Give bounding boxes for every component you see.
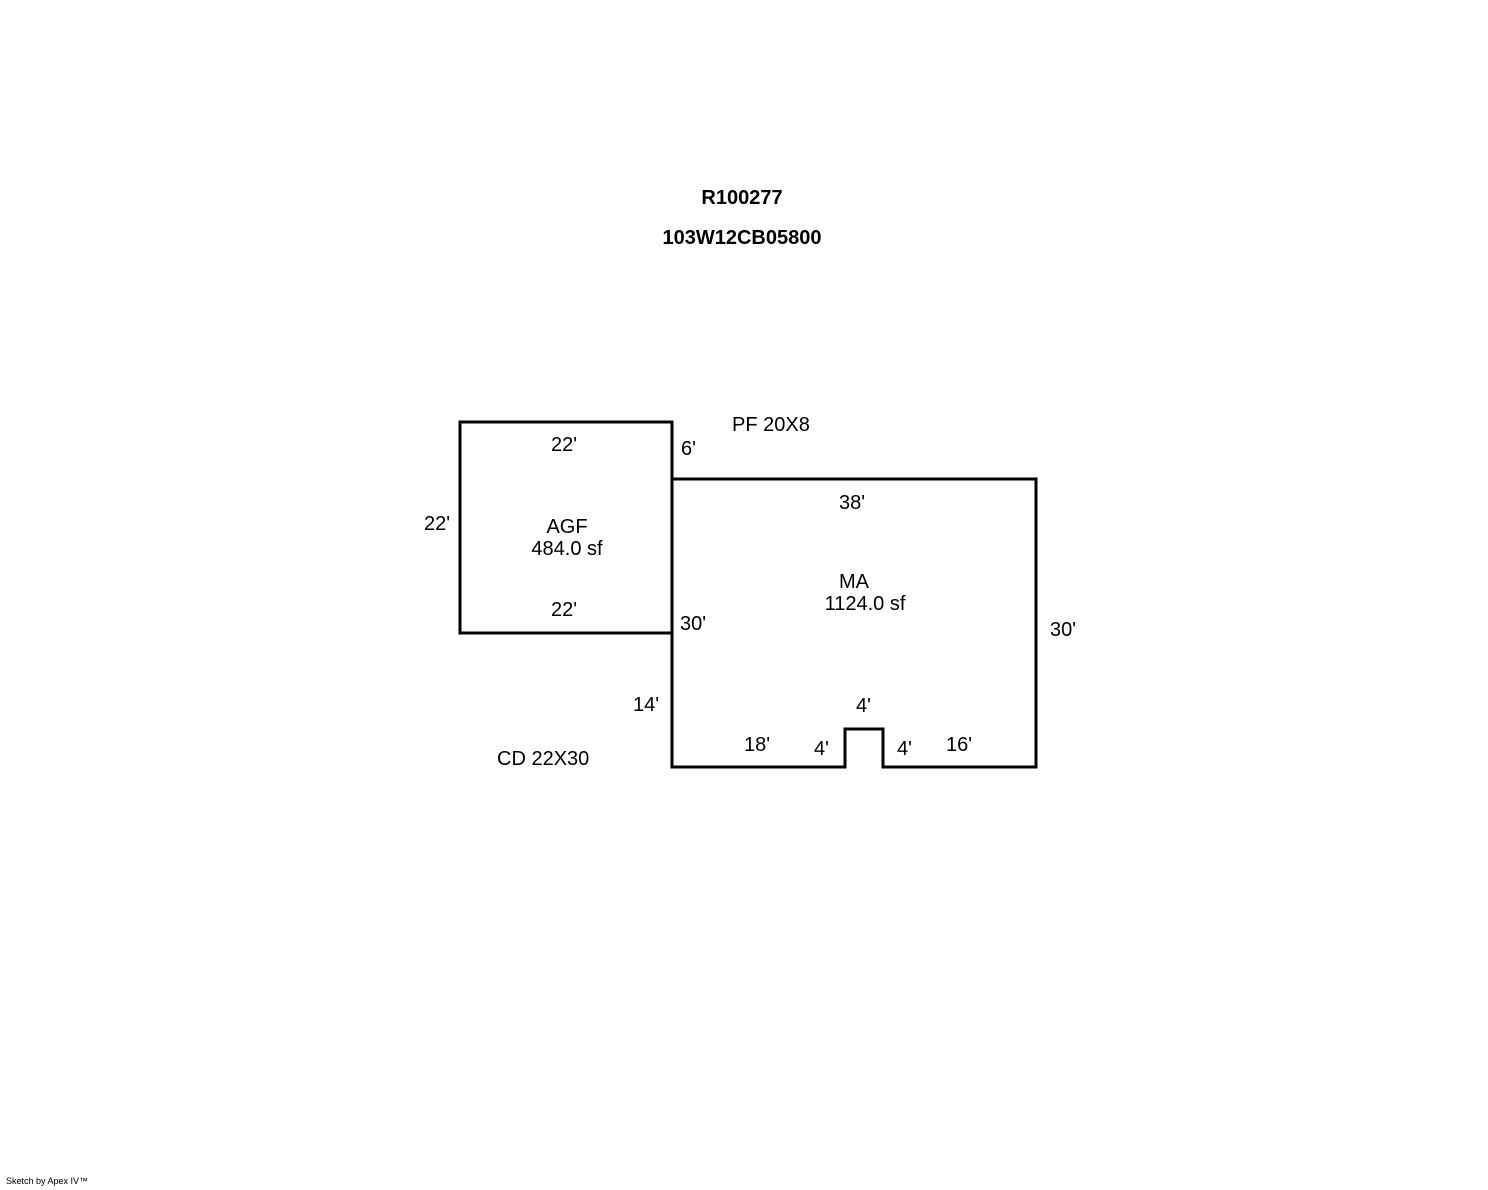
ma-area-label: MA 1124.0 sf — [800, 571, 930, 615]
ma-code: MA — [839, 571, 869, 593]
sketch-credit: Sketch by Apex IV™ — [6, 1176, 89, 1186]
dim-notch-right: 4' — [897, 738, 912, 760]
deck-note: CD 22X30 — [497, 748, 590, 770]
dim-ma-left-lower: 14' — [633, 694, 660, 716]
dim-agf-left: 22' — [424, 513, 451, 535]
ma-size: 1124.0 sf — [824, 593, 906, 615]
agf-area-label: AGF 484.0 sf — [512, 516, 622, 560]
agf-code: AGF — [546, 516, 588, 538]
agf-size: 484.0 sf — [531, 538, 603, 560]
dim-agf-bottom: 22' — [551, 599, 578, 621]
dim-agf-top: 22' — [551, 434, 578, 456]
dim-ma-top: 38' — [839, 492, 866, 514]
ma-outline — [670, 477, 1038, 769]
dim-notch-top: 4' — [856, 695, 871, 717]
dim-ma-right: 30' — [1050, 619, 1077, 641]
dim-notch-left: 4' — [814, 738, 829, 760]
dim-offset-top: 6' — [681, 438, 696, 460]
porch-note: PF 20X8 — [732, 414, 810, 436]
parcel-id: R100277 — [701, 187, 783, 209]
map-number: 103W12CB05800 — [662, 227, 822, 249]
dim-bottom-right: 16' — [946, 734, 973, 756]
dim-ma-left-upper: 30' — [680, 613, 707, 635]
dim-bottom-left: 18' — [744, 734, 771, 756]
